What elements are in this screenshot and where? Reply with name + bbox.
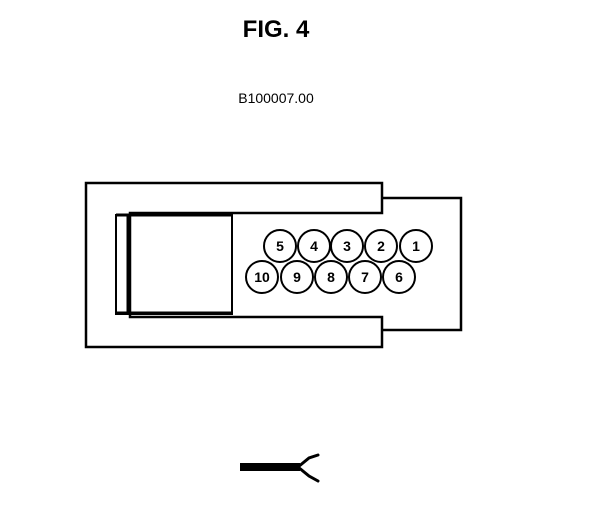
pin-7: 7 bbox=[348, 260, 382, 294]
pin-array: 5 4 3 2 1 10 9 8 7 6 bbox=[245, 229, 433, 294]
pin-6: 6 bbox=[382, 260, 416, 294]
pin-circle bbox=[245, 260, 279, 294]
pin-8: 8 bbox=[314, 260, 348, 294]
pin-circle bbox=[382, 260, 416, 294]
pin-label: 4 bbox=[310, 238, 318, 254]
pin-circle bbox=[280, 260, 314, 294]
pin-label: 8 bbox=[327, 269, 335, 285]
pin-label: 6 bbox=[395, 269, 403, 285]
pin-label: 7 bbox=[361, 269, 369, 285]
pin-10: 10 bbox=[245, 260, 279, 294]
pin-label: 3 bbox=[343, 238, 351, 254]
pin-9: 9 bbox=[280, 260, 314, 294]
wire-tool-icon bbox=[240, 453, 320, 483]
pin-2: 2 bbox=[364, 229, 398, 263]
pin-cavity-outline bbox=[382, 196, 463, 332]
pin-circle bbox=[399, 229, 433, 263]
connector-housing-outline bbox=[84, 181, 384, 349]
pin-label: 10 bbox=[254, 269, 270, 285]
pin-label: 9 bbox=[293, 269, 301, 285]
pin-3: 3 bbox=[330, 229, 364, 263]
pin-5: 5 bbox=[263, 229, 297, 263]
pin-circle bbox=[314, 260, 348, 294]
pin-circle bbox=[263, 229, 297, 263]
pin-label: 1 bbox=[412, 238, 420, 254]
figure-title: FIG. 4 bbox=[242, 16, 310, 43]
pin-label: 5 bbox=[276, 238, 284, 254]
pin-circle bbox=[348, 260, 382, 294]
pin-4: 4 bbox=[297, 229, 331, 263]
figure-code: B100007.00 bbox=[238, 90, 314, 106]
pin-label: 2 bbox=[377, 238, 385, 254]
pin-circle bbox=[364, 229, 398, 263]
pin-circle bbox=[330, 229, 364, 263]
latch-block bbox=[115, 214, 233, 315]
pin-1: 1 bbox=[399, 229, 433, 263]
